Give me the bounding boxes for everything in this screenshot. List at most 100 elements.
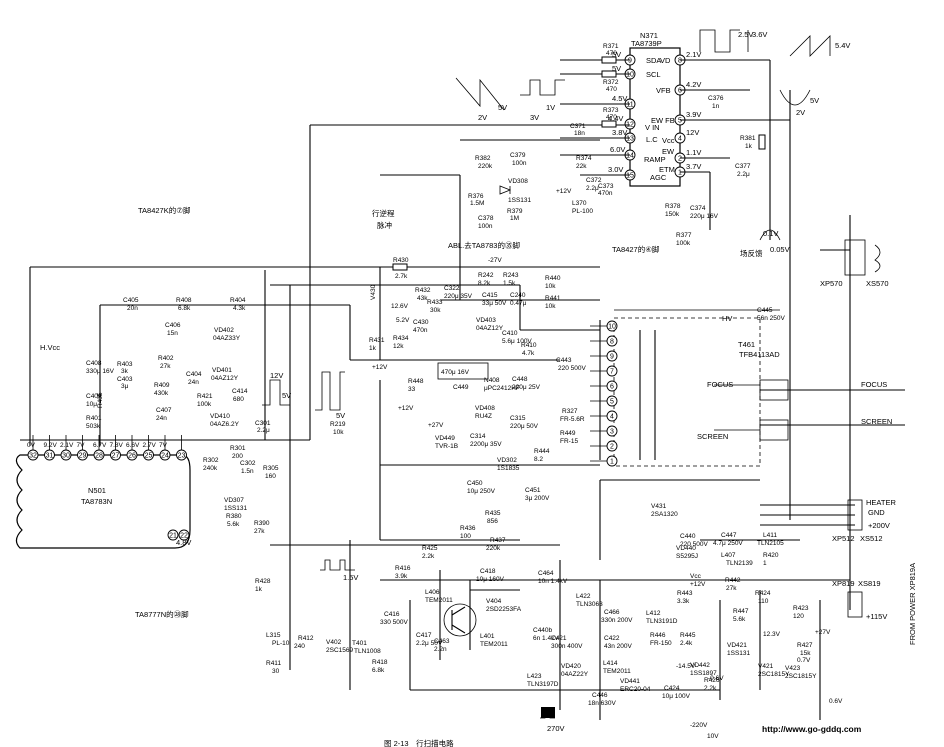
from-power-label: FROM POWER XP819A: [908, 563, 917, 645]
ic-top-pin-volt: 1.1V: [686, 148, 701, 157]
waveform-volt: 5V: [282, 391, 291, 400]
ic-bottom-pin-volt: 2.1V: [60, 442, 74, 449]
ic-top-pin-label: V IN: [645, 123, 660, 132]
voltage-label: 5.2V: [396, 317, 410, 324]
component-label: C421: [551, 635, 567, 642]
component-value: TLN3191D: [646, 618, 678, 625]
component-label: C376: [708, 95, 724, 102]
focus-output-label: FOCUS: [861, 380, 887, 389]
component-value: 220μ 35V: [444, 293, 473, 300]
component-label: VD440: [676, 545, 696, 552]
component-label: C424: [664, 685, 680, 692]
component-value: 43n 200V: [604, 643, 632, 650]
component-value: 220μ 25V: [512, 384, 541, 391]
component-value: 10μ 100V: [662, 693, 691, 700]
component-value: TLN3197D: [527, 681, 559, 688]
component-label: R420: [763, 552, 779, 559]
component-value: 100: [460, 533, 471, 540]
ic-bottom-pin-number: 31: [46, 453, 54, 460]
component-value: 10k: [333, 429, 344, 436]
middle-components: R430 2.7k R432 43k V430 R431 1k R434 12k…: [369, 257, 785, 352]
ic-top-part: TA8739P: [631, 39, 662, 48]
component-label: R380: [226, 513, 242, 520]
component-value: 2SA1320: [651, 511, 678, 518]
component-label: VD420: [561, 663, 581, 670]
fbt-part: TFB4113AD: [739, 350, 780, 359]
component-label: R378: [665, 203, 681, 210]
component-label: C377: [735, 163, 751, 170]
ic-top-pin: 9: [628, 58, 632, 65]
component-value: 220 500V: [680, 541, 708, 548]
component-label: VD302: [497, 457, 517, 464]
component-value: TLN2139: [726, 560, 753, 567]
component-value: 470: [606, 50, 617, 57]
website-url: http://www.go-gddq.com: [762, 724, 862, 734]
component-value: 0.47μ: [510, 300, 527, 307]
component-value: TVR-1B: [435, 443, 458, 450]
component-label: R379: [507, 208, 523, 215]
component-value: 04AZ12Y: [476, 325, 504, 332]
waveform-volt: 5V: [498, 103, 507, 112]
v200-label: +200V: [868, 521, 890, 530]
ic-top-pin: 1: [678, 170, 682, 177]
component-value: 100k: [197, 401, 212, 408]
note-ta8427k: TA8427K的⑦脚: [138, 205, 190, 215]
component-label: VD408: [475, 405, 495, 412]
component-label: C415: [482, 292, 498, 299]
component-value: 1SS1897: [690, 670, 717, 677]
component-label: VD442: [690, 662, 710, 669]
component-label: L407: [721, 552, 736, 559]
ic-n371: N371 TA8739P 9 SDA 5V 10 SCL 5V 11 4.5V …: [608, 31, 701, 187]
fbt-pin-number: 8: [610, 339, 614, 346]
note-field-blank2: 脉冲: [377, 220, 392, 230]
voltage-label: +12V: [398, 405, 414, 412]
bottom-components: VD403 04AZ12Y C410 5.6μ 100V R410 4.7k C…: [255, 317, 817, 707]
component-value: 150k: [665, 211, 680, 218]
waveform-15v: 1.5V: [320, 559, 358, 582]
ic-top-name: N371: [640, 31, 658, 40]
component-value: 04AZ12Y: [211, 375, 239, 382]
component-label: R371: [603, 43, 619, 50]
component-value: 04AZ6.2Y: [210, 421, 240, 428]
component-value: 10n 1.4kV: [538, 578, 568, 585]
voltage-label: +12V: [372, 364, 388, 371]
component-label: R242: [478, 272, 494, 279]
ic-top-pin: 12: [626, 122, 634, 129]
ic-top-pin-volt: 4.5V: [612, 94, 627, 103]
component-label: R409: [154, 382, 170, 389]
connector-xp819: XP819: [832, 579, 855, 588]
component-label: C451: [525, 487, 541, 494]
waveform-volt: 2V: [478, 113, 487, 122]
component-label: VD410: [210, 413, 230, 420]
component-value: 470n: [413, 327, 428, 334]
component-label: R436: [460, 525, 476, 532]
component-value: PL-100: [572, 208, 593, 215]
component-value: 5.6μ 100V: [502, 338, 532, 345]
component-label: R431: [369, 337, 385, 344]
component-value: 24n: [156, 415, 167, 422]
ic-top-pin-volt: 3.9V: [686, 110, 701, 119]
component-value: 2SD2253FA: [486, 606, 522, 613]
voltage-label: +12V: [556, 188, 572, 195]
ic-bottom-pin: [178, 529, 190, 541]
component-label: R442: [725, 577, 741, 584]
component-value: 220k: [478, 163, 493, 170]
component-label: C379: [510, 152, 526, 159]
component-value: 5.6k: [227, 521, 240, 528]
component-label: VD403: [476, 317, 496, 324]
component-value: 3.3k: [677, 598, 690, 605]
ic-top-pin-volt: 4.2V: [686, 80, 701, 89]
ic-top-pin: 13: [626, 136, 634, 143]
component-label: L412: [646, 610, 661, 617]
component-label: C315: [510, 415, 526, 422]
component-label: L411: [763, 532, 777, 539]
component-label: R437: [490, 537, 506, 544]
note-ta8777n: TA8777N的㉘脚: [135, 609, 189, 619]
component-label: R405: [97, 392, 104, 408]
component-value: 10k: [545, 303, 556, 310]
ic-top-pin-label: EW: [662, 147, 675, 156]
component-label: R402: [158, 355, 174, 362]
voltage-label: 12.6V: [391, 303, 409, 310]
component-value: 12k: [393, 343, 404, 350]
